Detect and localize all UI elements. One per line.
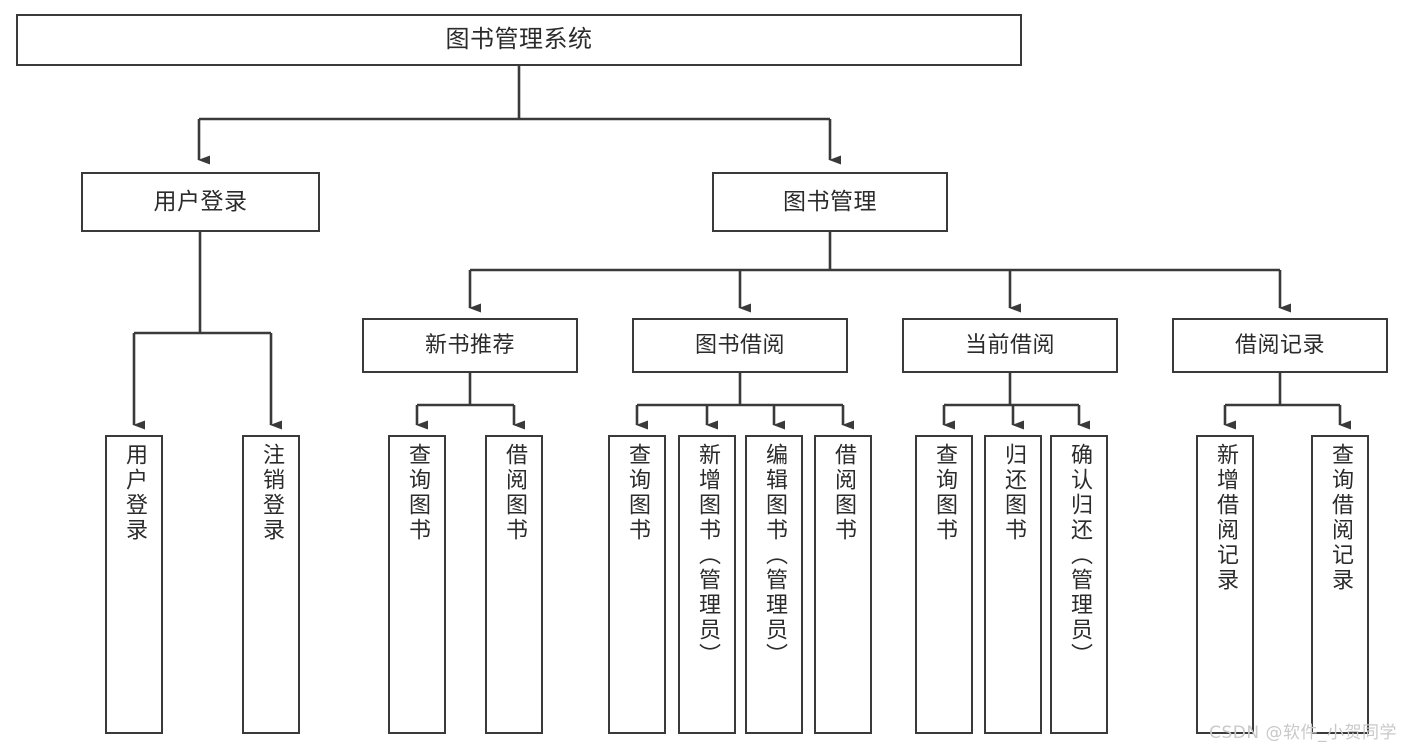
- node-label: 查询图书: [625, 443, 650, 543]
- node-book-borrow[interactable]: 图书借阅: [632, 318, 848, 373]
- node-leaf-query-book-borrow[interactable]: 查询图书: [608, 435, 666, 734]
- node-leaf-confirm-return-admin[interactable]: 确认归还（管理员）: [1050, 435, 1108, 734]
- node-leaf-add-borrow-record[interactable]: 新增借阅记录: [1196, 435, 1254, 734]
- node-leaf-add-book-admin[interactable]: 新增图书（管理员）: [678, 435, 736, 734]
- node-label: 新书推荐: [424, 332, 515, 358]
- node-label: 新增图书（管理员）: [695, 443, 720, 668]
- node-label: 借阅图书: [831, 443, 856, 543]
- node-label: 确认归还（管理员）: [1067, 443, 1092, 668]
- node-label: 新增借阅记录: [1213, 443, 1238, 593]
- node-label: 图书管理系统: [445, 25, 593, 54]
- node-leaf-borrow-book-newbook[interactable]: 借阅图书: [485, 435, 543, 734]
- node-label: 当前借阅: [964, 332, 1055, 358]
- node-leaf-edit-book-admin[interactable]: 编辑图书（管理员）: [745, 435, 803, 734]
- node-leaf-user-login[interactable]: 用户登录: [105, 435, 163, 734]
- node-label: 借阅图书: [502, 443, 527, 543]
- node-current-borrow[interactable]: 当前借阅: [902, 318, 1118, 373]
- node-label: 查询图书: [405, 443, 430, 543]
- node-label: 用户登录: [153, 188, 248, 215]
- node-borrow-record[interactable]: 借阅记录: [1172, 318, 1388, 373]
- node-new-book-recommend[interactable]: 新书推荐: [362, 318, 578, 373]
- node-label: 编辑图书（管理员）: [762, 443, 787, 668]
- node-leaf-logout[interactable]: 注销登录: [242, 435, 300, 734]
- node-leaf-query-book-newbook[interactable]: 查询图书: [388, 435, 446, 734]
- node-label: 归还图书: [1001, 443, 1026, 543]
- node-label: 用户登录: [122, 443, 147, 543]
- node-leaf-return-book[interactable]: 归还图书: [984, 435, 1042, 734]
- node-root-book-management-system[interactable]: 图书管理系统: [16, 14, 1022, 66]
- node-leaf-query-book-current[interactable]: 查询图书: [915, 435, 973, 734]
- node-leaf-query-borrow-record[interactable]: 查询借阅记录: [1311, 435, 1369, 734]
- node-label: 图书借阅: [694, 332, 785, 358]
- node-book-management[interactable]: 图书管理: [712, 172, 948, 232]
- node-label: 图书管理: [783, 188, 877, 215]
- node-user-login[interactable]: 用户登录: [81, 172, 320, 232]
- node-label: 查询图书: [932, 443, 957, 543]
- node-label: 借阅记录: [1234, 332, 1325, 358]
- node-label: 注销登录: [259, 443, 284, 543]
- node-leaf-borrow-book[interactable]: 借阅图书: [814, 435, 872, 734]
- node-label: 查询借阅记录: [1328, 443, 1353, 593]
